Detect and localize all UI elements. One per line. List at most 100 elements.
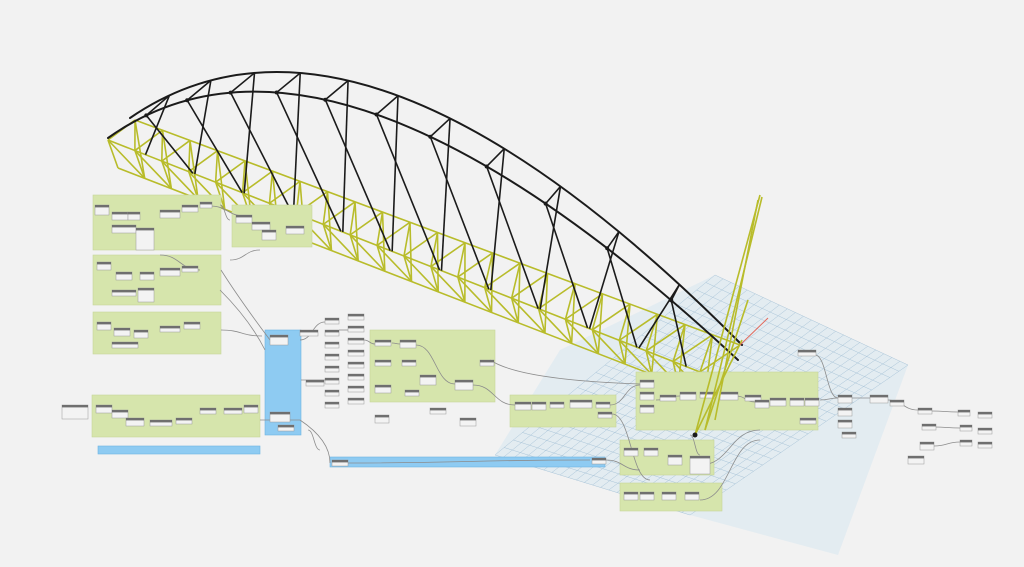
node-icon[interactable]: [135, 227, 155, 251]
node-icon[interactable]: [347, 337, 365, 345]
node-icon[interactable]: [404, 389, 420, 397]
node-icon[interactable]: [251, 221, 271, 231]
node-icon[interactable]: [837, 394, 853, 404]
node-icon[interactable]: [183, 321, 201, 330]
node-icon[interactable]: [659, 394, 677, 402]
node-icon[interactable]: [324, 341, 340, 349]
node-icon[interactable]: [223, 407, 243, 415]
node-icon[interactable]: [305, 379, 325, 387]
node-icon[interactable]: [401, 359, 417, 367]
node-icon[interactable]: [797, 349, 817, 357]
node-icon[interactable]: [869, 394, 889, 404]
node-icon[interactable]: [96, 261, 112, 271]
node-icon[interactable]: [331, 459, 349, 467]
node-icon[interactable]: [347, 397, 365, 405]
node-icon[interactable]: [549, 401, 565, 409]
node-icon[interactable]: [113, 327, 131, 337]
node-icon[interactable]: [919, 441, 935, 451]
node-icon[interactable]: [837, 419, 853, 429]
node-icon[interactable]: [419, 374, 437, 386]
node-icon[interactable]: [744, 394, 762, 402]
node-icon[interactable]: [623, 447, 639, 457]
node-icon[interactable]: [977, 441, 993, 449]
node-icon[interactable]: [269, 334, 289, 346]
node-icon[interactable]: [139, 271, 155, 281]
node-icon[interactable]: [175, 417, 193, 425]
node-icon[interactable]: [639, 379, 655, 389]
node-icon[interactable]: [137, 287, 155, 303]
node-icon[interactable]: [261, 229, 277, 241]
node-icon[interactable]: [94, 204, 110, 216]
node-icon[interactable]: [595, 401, 611, 409]
node-icon[interactable]: [921, 423, 937, 431]
node-icon[interactable]: [374, 414, 390, 424]
node-icon[interactable]: [324, 317, 340, 325]
node-icon[interactable]: [133, 329, 149, 339]
node-icon[interactable]: [639, 391, 655, 401]
node-icon[interactable]: [324, 353, 340, 361]
node-icon[interactable]: [479, 359, 495, 367]
node-icon[interactable]: [399, 339, 417, 349]
node-icon[interactable]: [111, 211, 129, 221]
node-icon[interactable]: [531, 401, 547, 411]
node-icon[interactable]: [347, 349, 365, 357]
node-icon[interactable]: [61, 404, 89, 420]
node-icon[interactable]: [199, 407, 217, 415]
node-icon[interactable]: [115, 271, 133, 281]
node-icon[interactable]: [959, 424, 973, 432]
node-icon[interactable]: [374, 339, 392, 347]
node-icon[interactable]: [623, 491, 639, 501]
node-icon[interactable]: [111, 409, 129, 419]
node-icon[interactable]: [181, 204, 199, 213]
node-icon[interactable]: [799, 417, 817, 425]
node-icon[interactable]: [889, 399, 905, 407]
node-icon[interactable]: [324, 377, 340, 385]
node-icon[interactable]: [324, 365, 340, 373]
node-icon[interactable]: [667, 454, 683, 466]
node-icon[interactable]: [959, 439, 973, 447]
node-icon[interactable]: [324, 329, 340, 337]
group-panel[interactable]: [92, 254, 222, 306]
node-icon[interactable]: [127, 211, 141, 221]
node-icon[interactable]: [917, 407, 933, 415]
node-icon[interactable]: [679, 391, 697, 401]
node-icon[interactable]: [841, 431, 857, 439]
node-icon[interactable]: [277, 424, 295, 432]
node-icon[interactable]: [957, 409, 971, 417]
node-icon[interactable]: [689, 455, 711, 475]
node-icon[interactable]: [235, 214, 253, 224]
node-icon[interactable]: [347, 385, 365, 393]
node-icon[interactable]: [324, 389, 340, 397]
node-icon[interactable]: [111, 224, 137, 234]
node-icon[interactable]: [347, 325, 365, 333]
node-icon[interactable]: [374, 384, 392, 394]
node-icon[interactable]: [754, 399, 770, 409]
node-icon[interactable]: [719, 391, 739, 401]
node-icon[interactable]: [591, 457, 607, 465]
group-panel[interactable]: [92, 194, 222, 251]
node-icon[interactable]: [299, 329, 319, 337]
node-icon[interactable]: [149, 419, 173, 427]
node-icon[interactable]: [597, 411, 613, 419]
node-icon[interactable]: [347, 361, 365, 369]
node-icon[interactable]: [159, 209, 181, 219]
group-panel-blue[interactable]: [329, 456, 606, 468]
node-icon[interactable]: [977, 427, 993, 435]
node-icon[interactable]: [907, 455, 925, 465]
node-icon[interactable]: [459, 417, 477, 427]
node-icon[interactable]: [429, 407, 447, 415]
node-icon[interactable]: [199, 201, 213, 209]
node-icon[interactable]: [347, 373, 365, 381]
node-icon[interactable]: [643, 447, 659, 457]
node-icon[interactable]: [269, 411, 291, 423]
node-icon[interactable]: [514, 401, 532, 411]
group-panel[interactable]: [509, 394, 617, 428]
node-icon[interactable]: [285, 225, 305, 235]
node-icon[interactable]: [977, 411, 993, 419]
node-icon[interactable]: [111, 341, 139, 349]
node-icon[interactable]: [769, 397, 787, 407]
node-icon[interactable]: [95, 404, 113, 414]
node-icon[interactable]: [569, 399, 593, 409]
